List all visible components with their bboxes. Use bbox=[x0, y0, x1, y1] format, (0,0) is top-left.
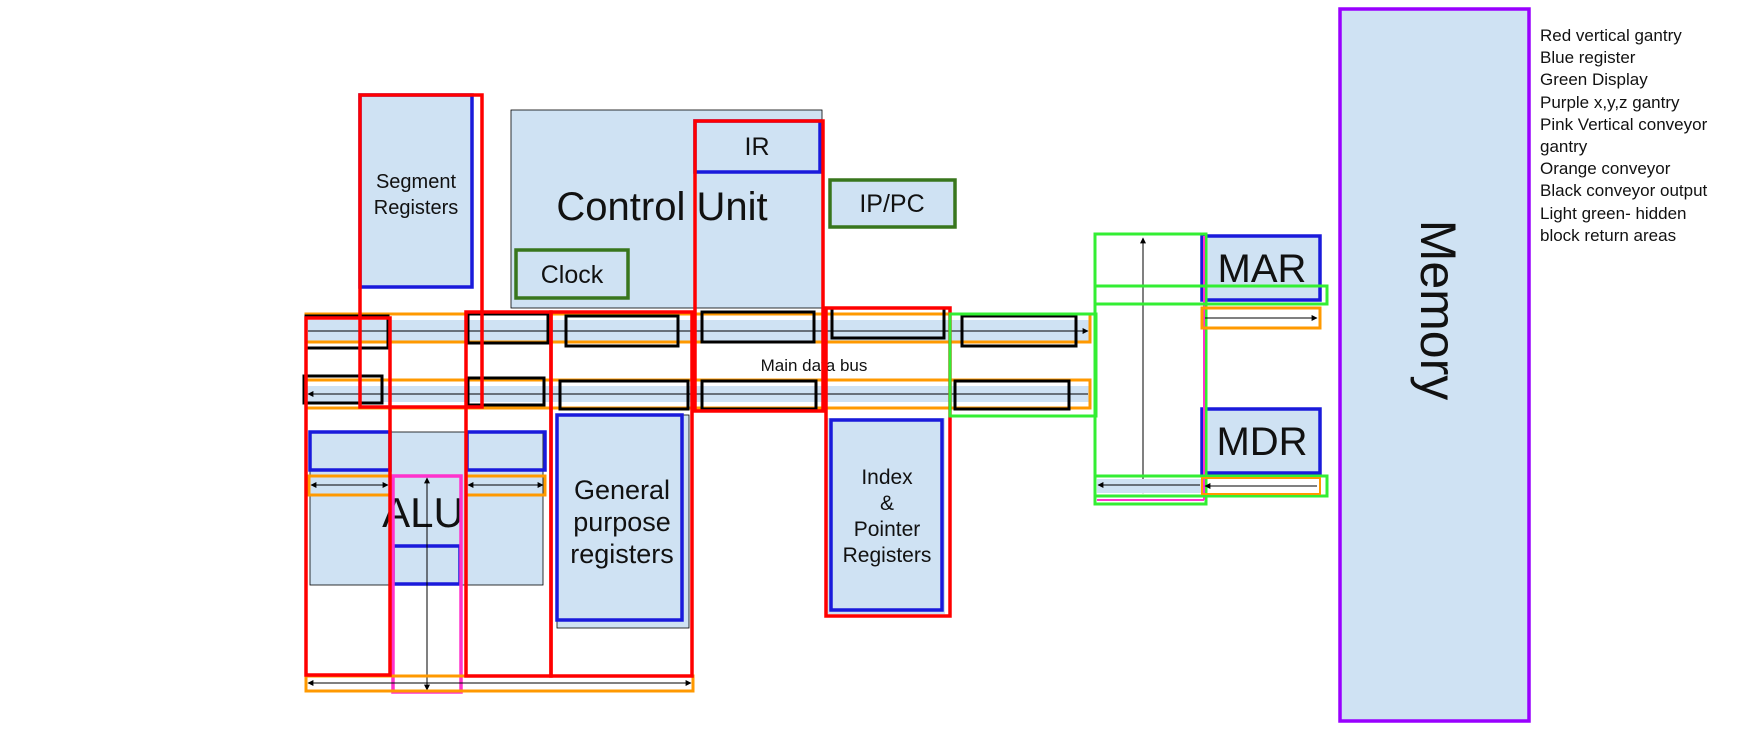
index-pointer-label-4: Registers bbox=[843, 544, 932, 567]
general-purpose-block bbox=[556, 414, 690, 629]
displays bbox=[514, 178, 957, 300]
return-area-mdr bbox=[1093, 474, 1329, 498]
legend-item: Red vertical gantry bbox=[1540, 26, 1682, 45]
legend-item: gantry bbox=[1540, 137, 1588, 157]
memory-label: Memory bbox=[1410, 220, 1466, 401]
ir-label: IR bbox=[745, 133, 770, 161]
general-purpose-outline bbox=[555, 413, 684, 622]
conveyor-output bbox=[700, 379, 818, 411]
main-data-bus-label: Main data bus bbox=[761, 356, 868, 375]
mar-label: MAR bbox=[1218, 247, 1307, 291]
tower-bottom-lane bbox=[1097, 479, 1202, 493]
red-gantry-index bbox=[824, 306, 952, 618]
index-pointer-outline bbox=[829, 418, 944, 612]
ip-pc-label: IP/PC bbox=[859, 190, 924, 218]
alu-label: ALU bbox=[382, 489, 464, 536]
labels: Segment Registers Control Unit IR IP/PC … bbox=[374, 133, 1466, 569]
conveyor-output bbox=[466, 312, 550, 345]
segment-registers-label-2: Registers bbox=[374, 197, 458, 219]
red-gantry-left bbox=[304, 316, 392, 677]
conveyor-output bbox=[960, 314, 1078, 348]
ip-pc-display bbox=[828, 178, 957, 229]
legend-item: Green Display bbox=[1540, 70, 1648, 90]
red-gantries bbox=[304, 93, 952, 678]
mar-register bbox=[1200, 234, 1322, 302]
main-data-bus: Main data bus bbox=[304, 312, 1092, 410]
bottom-conveyor bbox=[304, 674, 695, 693]
red-gantry-segment bbox=[358, 93, 484, 409]
clock-display bbox=[514, 248, 630, 300]
mdr-label: MDR bbox=[1216, 420, 1307, 464]
control-unit-label: Control Unit bbox=[556, 185, 767, 229]
index-pointer-label-2: & bbox=[880, 492, 894, 515]
general-purpose-label-2: purpose bbox=[573, 507, 671, 537]
legend-item: block return areas bbox=[1540, 225, 1677, 245]
orange-conveyor-mdr bbox=[1201, 477, 1321, 495]
return-area-mar bbox=[1093, 284, 1329, 306]
conveyor-output bbox=[466, 376, 546, 407]
orange-conveyor-mar bbox=[1200, 306, 1322, 330]
blocks bbox=[309, 9, 1529, 721]
alu-conveyors: ALU bbox=[307, 474, 547, 536]
conveyor-output bbox=[700, 310, 816, 344]
general-purpose-label-1: General bbox=[574, 475, 670, 505]
clock-label: Clock bbox=[541, 261, 604, 289]
legend-item: Blue register bbox=[1540, 48, 1636, 68]
legend-item: Orange conveyor bbox=[1540, 159, 1671, 179]
mdr-register bbox=[1200, 407, 1322, 475]
return-areas bbox=[948, 232, 1329, 506]
segment-registers-label-1: Segment bbox=[376, 171, 456, 193]
legend-item: Purple x,y,z gantry bbox=[1540, 92, 1680, 112]
mdr-block bbox=[1202, 409, 1320, 473]
red-gantry-control bbox=[693, 119, 825, 413]
legend-item: Pink Vertical conveyor bbox=[1540, 114, 1708, 134]
index-pointer-block bbox=[827, 418, 945, 614]
memory-gantry bbox=[1338, 7, 1531, 723]
mar-block bbox=[1202, 236, 1320, 300]
clock-block bbox=[516, 250, 628, 298]
segment-registers-block bbox=[360, 95, 472, 287]
red-gantry-general bbox=[549, 310, 694, 678]
index-pointer-label-3: Pointer bbox=[854, 518, 921, 541]
conveyor-output bbox=[564, 314, 680, 348]
general-purpose-label-3: registers bbox=[570, 539, 674, 569]
legend-item: Light green- hidden bbox=[1540, 203, 1687, 223]
return-area-tower bbox=[1093, 232, 1208, 506]
conveyor-output bbox=[558, 379, 690, 411]
conveyor-output bbox=[953, 379, 1071, 411]
memory-block bbox=[1340, 9, 1529, 721]
conveyor-output bbox=[302, 374, 384, 405]
legend: Red vertical gantry Blue register Green … bbox=[1540, 25, 1745, 247]
ip-pc-block bbox=[830, 180, 955, 227]
index-pointer-label-1: Index bbox=[861, 466, 913, 489]
legend-item: Black conveyor output bbox=[1540, 181, 1708, 201]
